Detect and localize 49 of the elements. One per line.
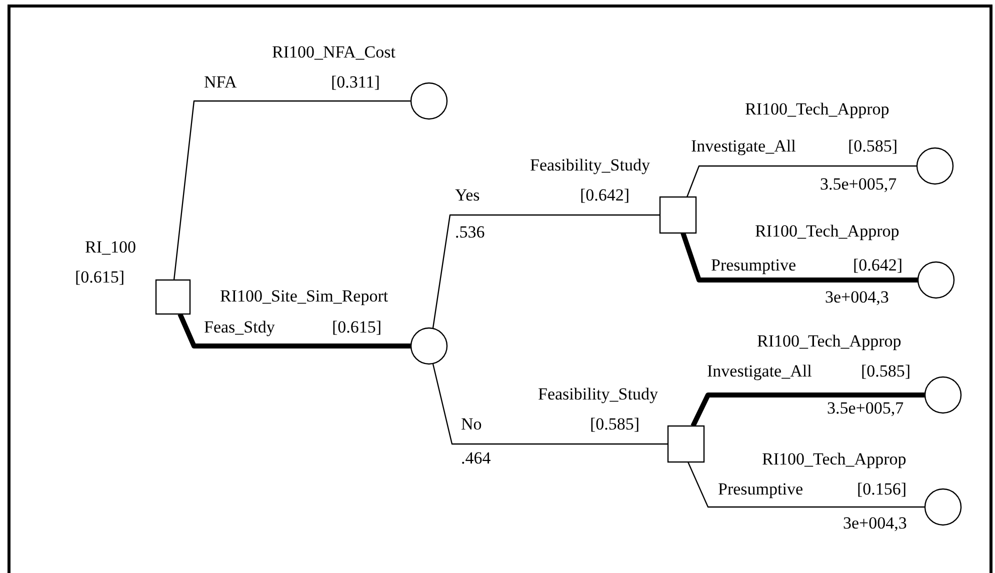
edge-label: Feas_Stdy (204, 318, 275, 338)
decision-square (659, 196, 697, 234)
expected-value: [0.615] (75, 268, 125, 288)
edge-label: NFA (204, 74, 237, 92)
node-name: RI100_Tech_Approp (762, 450, 906, 470)
edge-label: Investigate_All (691, 138, 796, 156)
payoff-value: 3e+004,3 (825, 288, 889, 308)
expected-value: [0.585] (848, 138, 898, 156)
node-name: RI100_Tech_Approp (757, 332, 902, 352)
edge-label: Presumptive (718, 480, 803, 500)
tree-branch (690, 392, 925, 428)
expected-value: [0.585] (590, 416, 640, 434)
edge-label: Yes (455, 186, 480, 206)
tree-branch (173, 100, 411, 280)
edge-label: Investigate_All (707, 362, 812, 382)
tree-branch (432, 214, 660, 328)
payoff-value: 3.5e+005,7 (820, 176, 897, 194)
payoff-value: 3.5e+005,7 (827, 400, 904, 418)
terminal-circle (924, 376, 962, 414)
terminal-circle (410, 82, 448, 120)
decision-square (667, 425, 705, 463)
terminal-circle (917, 261, 955, 299)
payoff-value: 3e+004,3 (843, 514, 907, 534)
terminal-circle (916, 147, 954, 185)
chance-circle (410, 327, 448, 365)
node-name: RI100_Tech_Approp (745, 100, 890, 120)
node-name: Feasibility_Study (530, 156, 650, 176)
tree-branch (686, 165, 917, 198)
node-name: RI100_NFA_Cost (272, 44, 396, 62)
tree-branch (432, 364, 668, 445)
node-name: RI100_Site_Sim_Report (220, 288, 388, 306)
tree-branch (687, 462, 925, 508)
probability-label: .536 (455, 224, 485, 242)
node-name: RI_100 (85, 238, 136, 258)
tree-branch (680, 232, 918, 282)
expected-value: [0.642] (580, 186, 630, 206)
probability-label: .464 (461, 450, 491, 468)
expected-value: [0.642] (853, 256, 903, 276)
expected-value: [0.156] (857, 480, 907, 500)
expected-value: [0.615] (332, 318, 382, 338)
expected-value: [0.311] (331, 74, 380, 92)
edge-label: Presumptive (711, 256, 796, 276)
tree-branch (178, 313, 411, 348)
node-name: Feasibility_Study (538, 386, 658, 404)
node-name: RI100_Tech_Approp (755, 222, 900, 242)
expected-value: [0.585] (861, 362, 911, 382)
terminal-circle (924, 488, 962, 526)
decision-square (155, 279, 191, 315)
edge-label: No (461, 416, 482, 434)
